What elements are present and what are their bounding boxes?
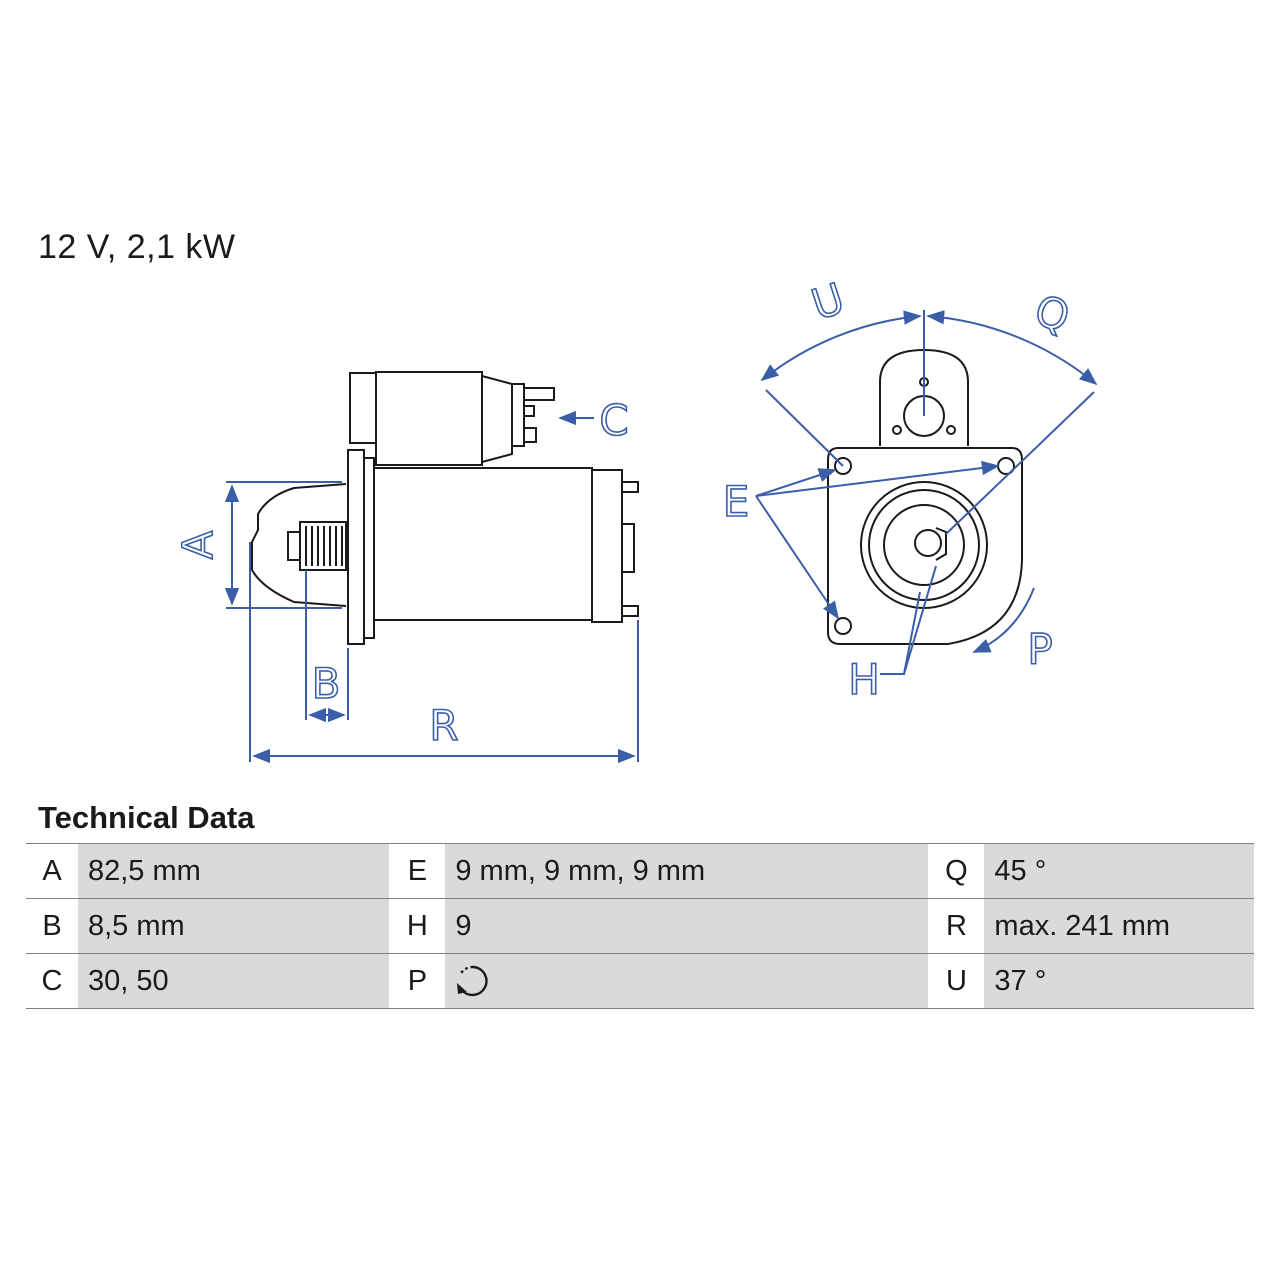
label-b: B: [312, 659, 341, 708]
front-dimensions: [755, 310, 1098, 675]
spec-value: 9 mm, 9 mm, 9 mm: [445, 843, 929, 899]
front-view: [827, 348, 1023, 645]
side-dimensions: [224, 410, 639, 764]
technical-data-table: A 82,5 mm E 9 mm, 9 mm, 9 mm Q 45 ° B 8,…: [26, 843, 1254, 1009]
spec-value-rotation: [445, 953, 929, 1009]
spec-key: C: [26, 953, 78, 1009]
spec-key: E: [389, 843, 446, 899]
spec-value: 9: [445, 898, 929, 954]
spec-key: R: [928, 898, 985, 954]
spec-value: 8,5 mm: [77, 898, 390, 954]
label-a: A: [174, 530, 223, 559]
clockwise-rotation-icon: [457, 965, 489, 997]
spec-key: P: [389, 953, 446, 1009]
label-r: R: [429, 701, 458, 750]
label-q: Q: [1029, 285, 1076, 342]
dimension-labels: A B R C U Q E H P: [173, 273, 1077, 751]
spec-value: 30, 50: [77, 953, 390, 1009]
label-p: P: [1027, 625, 1052, 674]
spec-key: B: [26, 898, 78, 954]
technical-drawing: A B R C U Q E H P: [173, 273, 1098, 764]
spec-value: 37 °: [984, 953, 1254, 1009]
label-e: E: [723, 477, 750, 526]
table-row: A 82,5 mm E 9 mm, 9 mm, 9 mm Q 45 °: [26, 843, 1254, 899]
label-c: C: [599, 396, 628, 445]
spec-key: Q: [928, 843, 985, 899]
spec-value: 82,5 mm: [77, 843, 390, 899]
spec-key: U: [928, 953, 985, 1009]
spec-value: max. 241 mm: [984, 898, 1254, 954]
table-row: C 30, 50 P U 37 °: [26, 953, 1254, 1009]
table-row: B 8,5 mm H 9 R max. 241 mm: [26, 898, 1254, 954]
headline: 12 V, 2,1 kW: [38, 228, 236, 266]
side-view: [251, 371, 639, 645]
label-u: U: [806, 273, 850, 329]
label-h: H: [848, 655, 880, 704]
spec-key: H: [389, 898, 446, 954]
spec-value: 45 °: [984, 843, 1254, 899]
section-title: Technical Data: [38, 800, 255, 835]
spec-key: A: [26, 843, 78, 899]
